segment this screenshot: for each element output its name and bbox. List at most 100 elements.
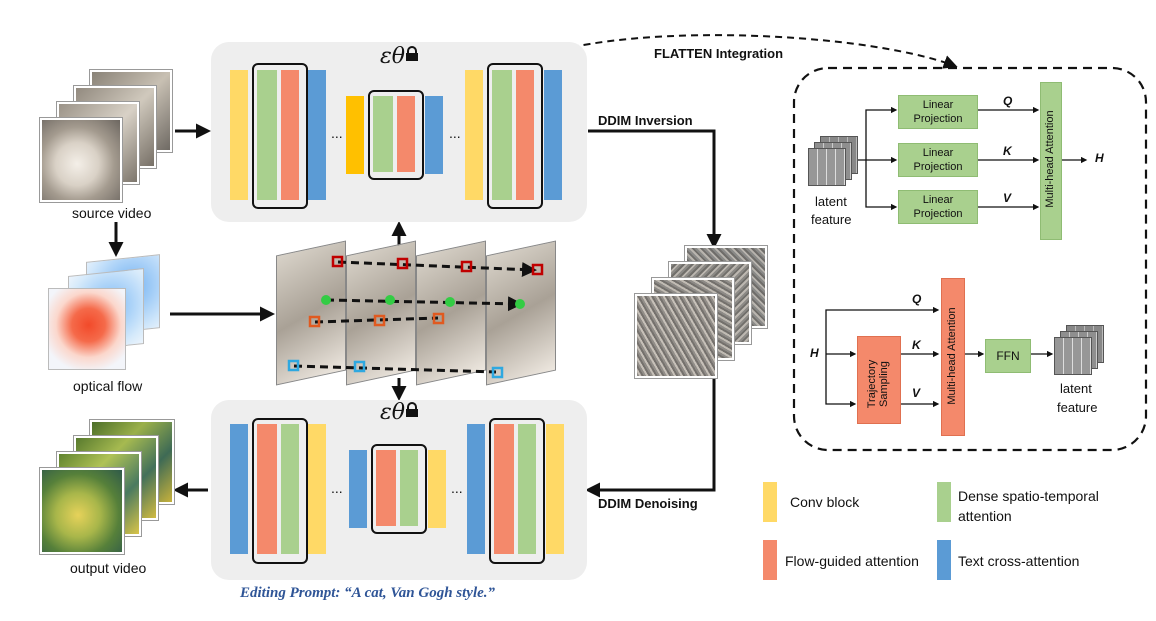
ellipsis: ... (449, 125, 461, 141)
ellipsis: ... (331, 125, 343, 141)
attention-group (489, 418, 545, 564)
track-point-green (385, 295, 395, 305)
flow-main-frame (48, 288, 126, 370)
latent-feature-stack-top (808, 136, 860, 188)
cat-output-frame (40, 468, 124, 554)
legend-swatch-dense (937, 482, 951, 522)
noisy-latent-frames (635, 246, 767, 378)
legend-label-flow: Flow-guided attention (785, 553, 919, 569)
text-attention-block (308, 70, 326, 200)
flow-attention-block (397, 96, 415, 172)
latent-feature-label: latent (815, 194, 847, 209)
track-point-green (445, 297, 455, 307)
track-point-blue (353, 360, 366, 373)
track-point-orange (308, 315, 321, 328)
conv-block (546, 424, 564, 554)
k-label: K (1003, 144, 1012, 158)
text-attention-block (230, 424, 248, 554)
output-video-label: output video (70, 560, 147, 576)
legend-label-text: Text cross-attention (958, 553, 1080, 569)
source-video-label: source video (72, 205, 152, 221)
ellipsis: ... (331, 480, 343, 496)
text-attention-block (544, 70, 562, 200)
track-point-red (460, 260, 473, 273)
dense-attention-block (257, 70, 277, 200)
conv-block (428, 450, 446, 528)
legend-swatch-flow (763, 540, 777, 580)
ddim-inversion-label: DDIM Inversion (598, 113, 693, 128)
track-point-blue (287, 359, 300, 372)
track-point-blue (491, 366, 504, 379)
dense-attention-block (373, 96, 393, 172)
source-video-frames (40, 70, 172, 202)
trajectory-sampling-block (857, 336, 901, 424)
multi-head-attention-label: Multi-head Attention (946, 307, 958, 405)
latent-feature-label: latent (1060, 381, 1092, 396)
arrow-ddim-denoising (585, 372, 716, 498)
flatten-integration-curve (514, 34, 958, 69)
track-point-green (515, 299, 525, 309)
linear-projection-v: Linear Projection (898, 190, 978, 224)
editing-prompt: Editing Prompt: “A cat, Van Gogh style.” (240, 585, 496, 601)
cat-source-frame (40, 118, 122, 202)
linear-projection-q: Linear Projection (898, 95, 978, 129)
dense-attention-block (400, 450, 418, 526)
conv-block (465, 70, 483, 200)
attention-group (368, 90, 424, 180)
arrow-ddim-inversion (588, 129, 722, 249)
track-point-green (321, 295, 331, 305)
track-point-orange (432, 312, 445, 325)
flow-attention-block (376, 450, 396, 526)
track-point-red (331, 255, 344, 268)
optical-flow-label: optical flow (73, 378, 143, 394)
epsilon-theta-bottom: εθ (380, 400, 406, 425)
legend: Conv block Dense spatio-temporal attenti… (760, 480, 1150, 590)
multi-head-attention-bottom (941, 278, 965, 436)
flow-attention-block (281, 70, 299, 200)
lock-icon (405, 46, 418, 61)
h-input-label: H (810, 346, 819, 360)
track-point-red (531, 263, 544, 276)
ddim-denoising-label: DDIM Denoising (598, 496, 698, 511)
attention-group (371, 444, 427, 534)
ellipsis: ... (451, 480, 463, 496)
lock-icon (405, 402, 418, 417)
v-label: V (1003, 191, 1012, 205)
dense-attention-block (281, 424, 299, 554)
flatten-detail-frame (792, 66, 1148, 452)
text-attention-block (349, 450, 367, 528)
q-label: Q (912, 292, 922, 306)
v-label: V (912, 386, 921, 400)
ffn-block: FFN (985, 339, 1031, 373)
dense-attention-block (518, 424, 536, 554)
text-attention-block (425, 96, 443, 174)
epsilon-theta-top: εθ (380, 44, 406, 69)
track-point-orange (373, 314, 386, 327)
track-point-red (396, 257, 409, 270)
attention-group-highlight (487, 63, 543, 209)
conv-block (230, 70, 248, 200)
multi-head-attention-label: Multi-head Attention (1044, 110, 1056, 208)
flow-attention-block (494, 424, 514, 554)
latent-feature-stack-bottom (1054, 325, 1106, 377)
dense-attention-block (492, 70, 512, 200)
linear-projection-k: Linear Projection (898, 143, 978, 177)
flow-attention-block (257, 424, 277, 554)
conv-block (308, 424, 326, 554)
q-label: Q (1003, 94, 1013, 108)
optical-flow-frames (48, 254, 168, 373)
latent-feature-label: feature (1057, 400, 1098, 415)
legend-swatch-text (937, 540, 951, 580)
output-video-frames (40, 420, 180, 555)
legend-label-conv: Conv block (790, 494, 860, 510)
flatten-integration-label: FLATTEN Integration (654, 46, 784, 61)
trajectory-sampling-label: Trajectory Sampling (866, 359, 890, 409)
legend-label-dense: Dense spatio-temporal attention (958, 488, 1099, 524)
legend-swatch-conv (763, 482, 777, 522)
attention-group (252, 63, 308, 209)
k-label: K (912, 338, 921, 352)
h-output-label: H (1095, 151, 1104, 165)
attention-group (252, 418, 308, 564)
